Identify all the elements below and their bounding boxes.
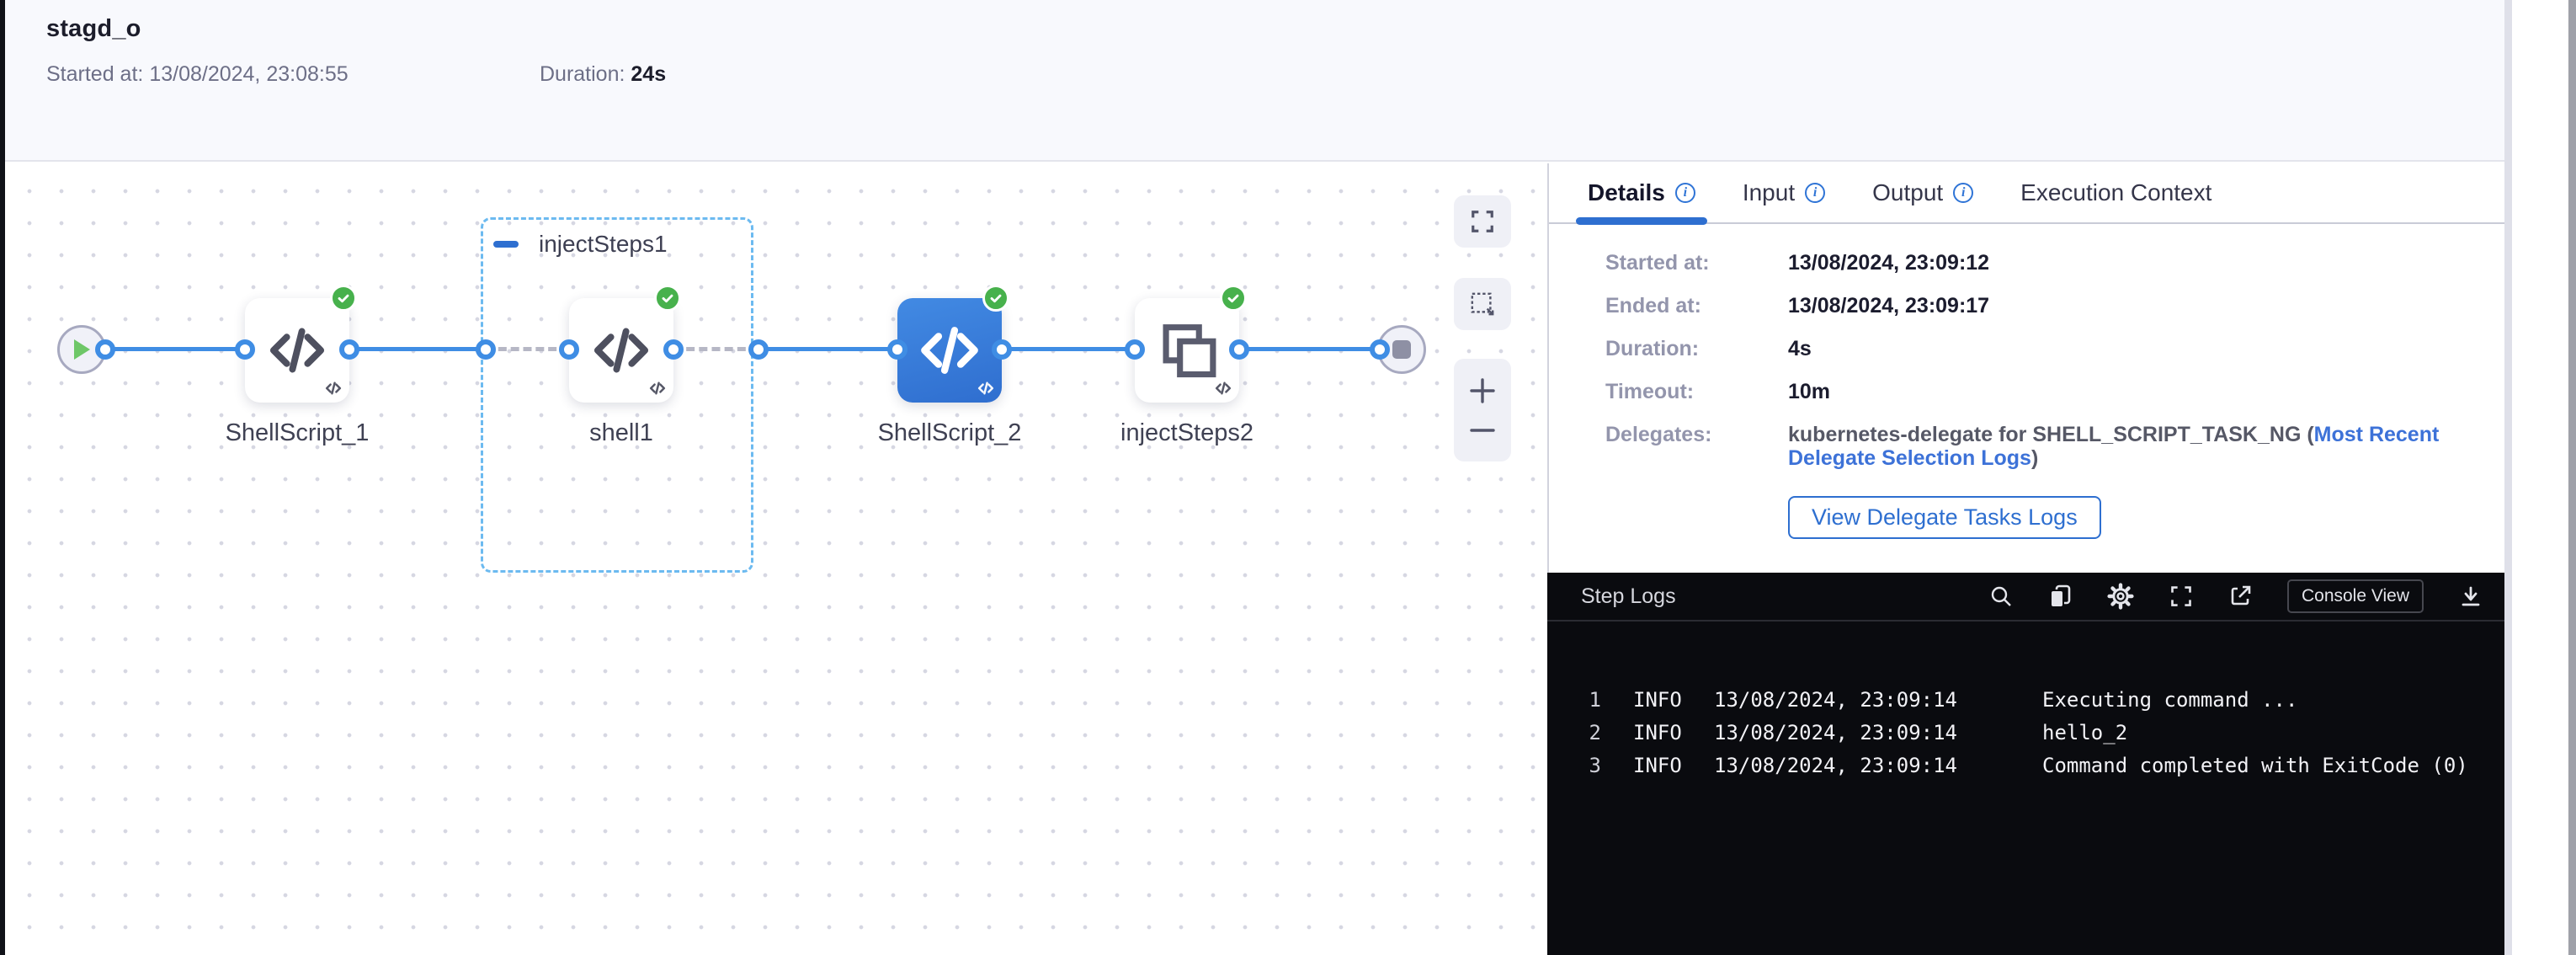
canvas-zoom-controls xyxy=(1454,359,1511,461)
success-check-icon xyxy=(1220,285,1247,312)
download-icon[interactable] xyxy=(2459,584,2483,608)
started-at-text: Started at: 13/08/2024, 23:08:55 xyxy=(46,62,349,87)
code-mini-icon xyxy=(1215,380,1232,397)
port xyxy=(663,339,684,360)
info-icon[interactable] xyxy=(1953,183,1973,203)
port xyxy=(339,339,359,360)
step-label-shellscript1: ShellScript_1 xyxy=(196,419,398,447)
details-tab-bar: Details Input Output Execution Context xyxy=(1549,163,2504,224)
fullscreen-icon[interactable] xyxy=(2169,584,2193,608)
info-icon[interactable] xyxy=(1675,183,1695,203)
external-link-icon[interactable] xyxy=(2228,584,2252,608)
info-icon[interactable] xyxy=(1805,183,1825,203)
canvas-marquee-select-button[interactable] xyxy=(1454,278,1511,330)
success-check-icon xyxy=(330,285,357,312)
ended-at-label: Ended at: xyxy=(1605,294,1788,317)
zoom-in-icon[interactable] xyxy=(1468,376,1497,405)
step-logs-toolbar: Console View xyxy=(1989,579,2483,613)
console-view-button[interactable]: Console View xyxy=(2287,579,2424,613)
started-at-label: Started at: xyxy=(1605,251,1788,275)
tab-input[interactable]: Input xyxy=(1743,163,1825,223)
view-delegate-tasks-logs-button[interactable]: View Delegate Tasks Logs xyxy=(1788,496,2101,539)
delegates-label: Delegates: xyxy=(1605,423,1788,470)
code-icon xyxy=(918,318,982,382)
step-label-shellscript2: ShellScript_2 xyxy=(849,419,1051,447)
page-scrollbar[interactable] xyxy=(2568,0,2576,955)
stage-header: stagd_o Started at: 13/08/2024, 23:08:55… xyxy=(5,0,2504,162)
copy-icon[interactable] xyxy=(2048,584,2072,608)
details-fields: Started at: 13/08/2024, 23:09:12 Ended a… xyxy=(1605,251,2478,539)
step-node-shell1[interactable] xyxy=(569,298,673,403)
port xyxy=(1370,339,1390,360)
success-check-icon xyxy=(654,285,681,312)
port xyxy=(1229,339,1249,360)
port xyxy=(559,339,579,360)
page-title: stagd_o xyxy=(46,15,141,43)
stop-icon xyxy=(1392,340,1411,359)
step-label-injectsteps2: injectSteps2 xyxy=(1086,419,1288,447)
port xyxy=(476,339,496,360)
code-mini-icon xyxy=(325,380,342,397)
log-line: 3INFO13/08/2024, 23:09:14Command complet… xyxy=(1581,750,2468,782)
step-node-shellscript2[interactable] xyxy=(897,298,1002,403)
port xyxy=(748,339,769,360)
code-mini-icon xyxy=(649,380,666,397)
search-icon[interactable] xyxy=(1989,584,2013,608)
duration-label: Duration: xyxy=(1605,337,1788,360)
tab-output[interactable]: Output xyxy=(1872,163,1973,223)
edge-start-shellscript1 xyxy=(105,347,245,351)
step-logs-header: Step Logs xyxy=(1547,573,2504,622)
port xyxy=(95,339,115,360)
timeout-label: Timeout: xyxy=(1605,380,1788,403)
tab-execution-context[interactable]: Execution Context xyxy=(2020,163,2211,223)
step-logs-panel: Step Logs xyxy=(1547,573,2504,955)
edge-group-shellscript2 xyxy=(758,347,897,351)
step-label-shell1: shell1 xyxy=(520,419,722,447)
duration-text: Duration: 24s xyxy=(540,62,666,87)
ended-at-value: 13/08/2024, 23:09:17 xyxy=(1788,294,2478,317)
code-icon xyxy=(267,320,327,381)
code-mini-icon xyxy=(977,380,994,397)
started-at-value: 13/08/2024, 23:09:12 xyxy=(1788,251,2478,275)
marquee-select-icon xyxy=(1470,291,1495,317)
success-check-icon xyxy=(982,285,1009,312)
play-icon xyxy=(72,339,91,360)
port xyxy=(1125,339,1145,360)
step-node-shellscript1[interactable] xyxy=(245,298,349,403)
log-lines[interactable]: 1INFO13/08/2024, 23:09:14Executing comma… xyxy=(1581,684,2468,782)
delegates-value: kubernetes-delegate for SHELL_SCRIPT_TAS… xyxy=(1788,423,2478,470)
step-node-injectsteps2[interactable] xyxy=(1135,298,1239,403)
panel-edge-gutter xyxy=(2504,0,2512,955)
code-icon xyxy=(591,320,652,381)
edge-shellscript1-group xyxy=(349,347,486,351)
zoom-out-icon[interactable] xyxy=(1468,416,1497,445)
edge-shellscript2-injectsteps2 xyxy=(1002,347,1135,351)
collapse-minus-icon[interactable] xyxy=(493,241,519,248)
step-logs-title: Step Logs xyxy=(1581,584,1989,609)
timeout-value: 10m xyxy=(1788,380,2478,403)
tab-details[interactable]: Details xyxy=(1588,163,1695,223)
pipeline-canvas[interactable]: injectSteps1 ShellScript_1 shell1 xyxy=(5,163,1547,955)
fullscreen-icon xyxy=(1470,209,1495,234)
step-group-header[interactable]: injectSteps1 xyxy=(493,231,668,258)
port xyxy=(887,339,907,360)
canvas-fullscreen-button[interactable] xyxy=(1454,195,1511,248)
port xyxy=(992,339,1012,360)
duration-value: 4s xyxy=(1788,337,2478,360)
port xyxy=(235,339,255,360)
gear-icon[interactable] xyxy=(2107,583,2134,610)
edge-injectsteps2-end xyxy=(1239,347,1380,351)
log-line: 2INFO13/08/2024, 23:09:14hello_2 xyxy=(1581,717,2468,750)
step-group-label: injectSteps1 xyxy=(539,231,668,258)
copy-steps-icon xyxy=(1155,318,1219,382)
log-line: 1INFO13/08/2024, 23:09:14Executing comma… xyxy=(1581,684,2468,717)
